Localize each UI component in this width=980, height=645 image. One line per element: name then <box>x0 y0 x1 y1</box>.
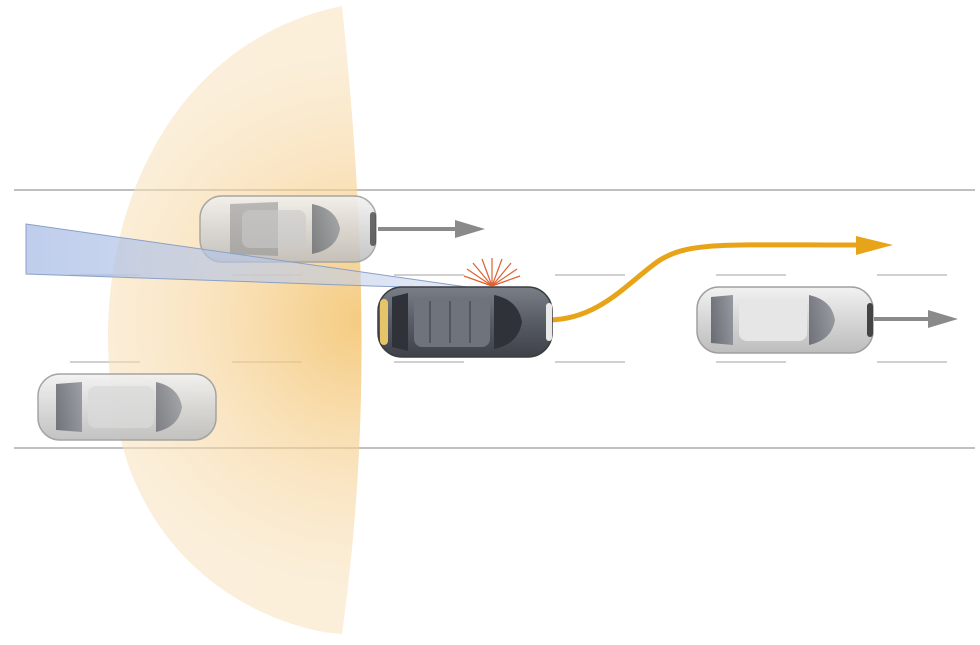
blindspot-car-direction-arrow-icon <box>378 220 485 238</box>
blindspot-car <box>199 195 377 263</box>
lane-change-arrowhead <box>856 236 893 255</box>
rear-radar-sector-icon <box>107 6 362 634</box>
lead-car <box>696 286 874 354</box>
lead-car-direction-arrow-icon <box>874 310 958 328</box>
rear-camera-beam-icon <box>25 223 489 291</box>
curved-lane-change-arrow-icon <box>547 242 861 323</box>
rear-right-car <box>37 373 217 441</box>
warning-flash-icon <box>463 258 521 287</box>
ego-vehicle <box>377 286 553 358</box>
